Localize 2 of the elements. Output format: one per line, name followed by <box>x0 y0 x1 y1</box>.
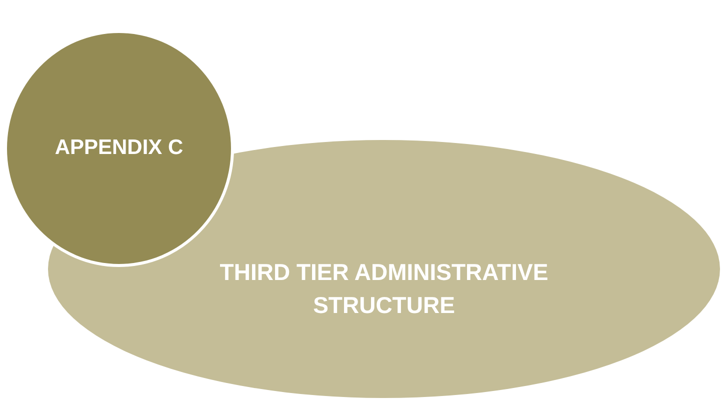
node-label: APPENDIX C <box>54 135 184 162</box>
node-label: THIRD TIER ADMINISTRATIVE STRUCTURE <box>218 258 550 320</box>
